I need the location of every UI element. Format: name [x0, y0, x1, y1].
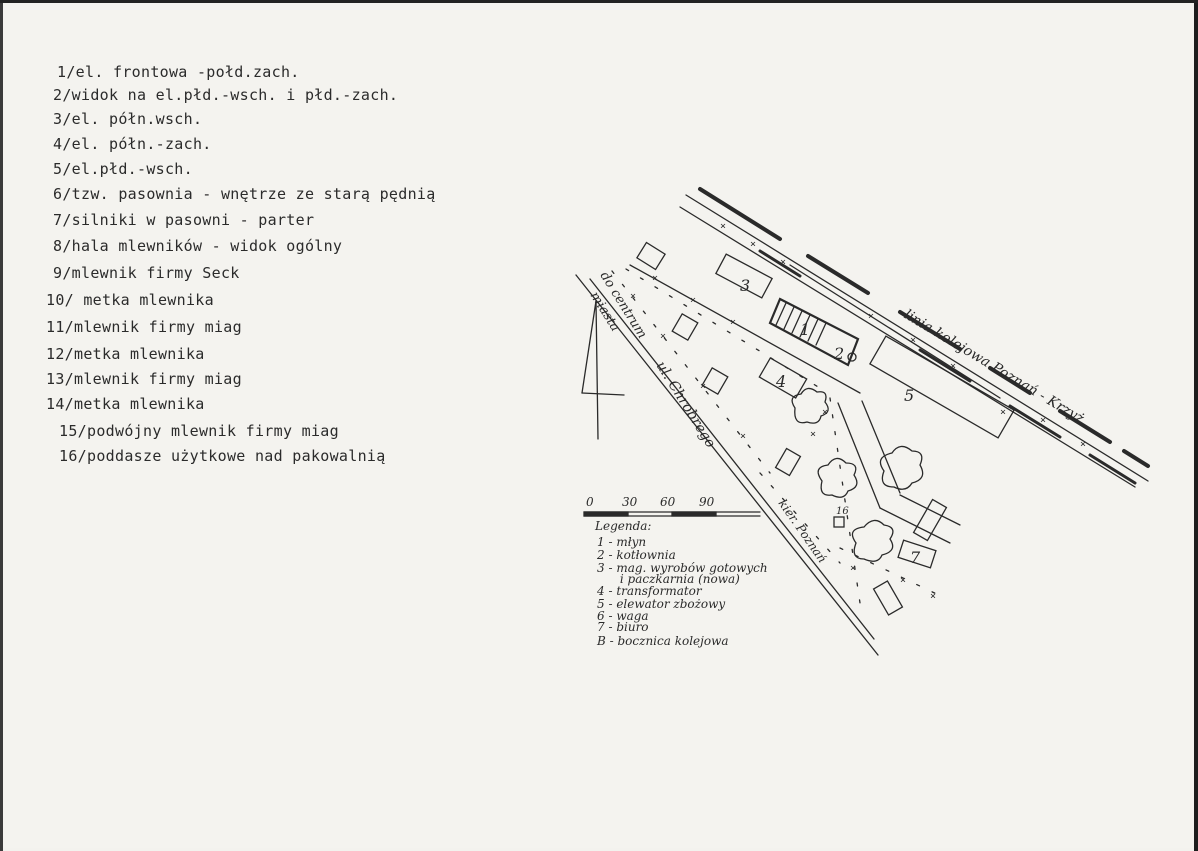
- svg-text:×: ×: [810, 429, 816, 440]
- legend-item: 3 - mag. wyrobów gotowych: [597, 561, 768, 575]
- building-outline: [774, 447, 802, 477]
- railway-siding: [629, 264, 1001, 399]
- building-7-office: [897, 539, 937, 569]
- railway-line: [679, 187, 1150, 488]
- caption-item: 1/el. frontowa -połd.zach.: [57, 63, 300, 81]
- legend-item: 2 - kotłownia: [596, 548, 676, 562]
- tree-icon: [817, 457, 858, 498]
- page-edge-left: [0, 3, 3, 851]
- building-outline: [701, 366, 729, 396]
- svg-text:1: 1: [800, 320, 810, 339]
- svg-text:×: ×: [1040, 415, 1046, 426]
- building-16-scale: [833, 516, 845, 528]
- legend-item: 1 - młyn: [597, 535, 646, 549]
- internal-road: [837, 402, 881, 509]
- svg-text:2: 2: [833, 344, 844, 363]
- svg-text:×: ×: [652, 273, 658, 284]
- caption-item: 14/metka mlewnika: [46, 395, 205, 413]
- legend-item: 4 - transformator: [596, 584, 703, 598]
- scale-bar-ticks: 0 30 60 90: [586, 495, 715, 509]
- legend-item: i paczkarnia (nowa): [597, 572, 740, 586]
- svg-text:×: ×: [660, 331, 666, 342]
- caption-item: 5/el.płd.-wsch.: [53, 160, 193, 178]
- svg-text:×: ×: [822, 407, 828, 418]
- svg-text:×: ×: [930, 591, 936, 602]
- svg-text:×: ×: [690, 295, 696, 306]
- direction-label: kier. Poznań: [776, 497, 830, 566]
- building-outline: [912, 498, 948, 542]
- svg-text:5: 5: [904, 386, 914, 405]
- building-4: [758, 357, 808, 399]
- north-arrow-icon: [581, 300, 625, 440]
- building-5-elevator: [869, 335, 1015, 439]
- building-number-labels: 3 1 2 4 5 7 16: [740, 276, 921, 567]
- caption-item: 7/silniki w pasowni - parter: [53, 211, 315, 229]
- scale-bar: [583, 511, 761, 517]
- svg-text:×: ×: [700, 381, 706, 392]
- svg-text:×: ×: [1080, 439, 1086, 450]
- fence-x-marks: × × × × × × × × × × × × × × × × × × × × ×: [630, 221, 1086, 602]
- svg-text:×: ×: [1000, 407, 1006, 418]
- svg-text:×: ×: [780, 257, 786, 268]
- site-plan-map: × × × × × × × × × × × × × × × × × × × × × 3 1 2 4 5 7 …: [575, 187, 1150, 656]
- caption-item: 4/el. półn.-zach.: [53, 135, 212, 153]
- caption-item: 12/metka mlewnika: [46, 345, 205, 363]
- legend-item: 5 - elewator zbożowy: [597, 597, 725, 611]
- svg-text:90: 90: [699, 495, 715, 509]
- caption-item: 3/el. półn.wsch.: [53, 110, 203, 128]
- map-legend: Legenda: 1 - młyn 2 - kotłownia 3 - mag.…: [594, 519, 768, 648]
- svg-text:×: ×: [950, 361, 956, 372]
- caption-item: 8/hala mlewników - widok ogólny: [53, 237, 343, 255]
- building-3: [715, 253, 773, 299]
- svg-text:×: ×: [868, 311, 874, 322]
- caption-item: 16/poddasze użytkowe nad pakowalnią: [59, 447, 386, 465]
- chimney-icon: [847, 352, 857, 362]
- svg-text:30: 30: [622, 495, 638, 509]
- building-1-mill: [768, 297, 860, 367]
- tree-icon: [879, 445, 924, 490]
- caption-item: 10/ metka mlewnika: [46, 291, 214, 309]
- svg-text:4: 4: [775, 372, 786, 391]
- caption-item: 9/mlewnik firmy Seck: [53, 264, 240, 282]
- legend-item: 6 - waga: [597, 609, 649, 623]
- svg-text:×: ×: [750, 239, 756, 250]
- caption-item: 13/mlewnik firmy miag: [46, 370, 242, 388]
- svg-text:60: 60: [660, 495, 676, 509]
- building-outline: [671, 312, 699, 342]
- svg-text:7: 7: [910, 548, 921, 567]
- page-edge-right: [1194, 3, 1198, 851]
- caption-item: 11/mlewnik firmy miag: [46, 318, 242, 336]
- tree-icon: [851, 519, 894, 562]
- svg-text:3: 3: [740, 276, 750, 295]
- fence-lines: [611, 268, 946, 604]
- tree-icon: [791, 387, 829, 424]
- caption-item: 6/tzw. pasownia - wnętrze ze starą pędni…: [53, 185, 436, 203]
- caption-item: 2/widok na el.płd.-wsch. i płd.-zach.: [53, 86, 399, 104]
- svg-text:16: 16: [836, 506, 849, 517]
- svg-text:×: ×: [740, 431, 746, 442]
- street-chrobrego: [575, 274, 879, 656]
- legend-title: Legenda:: [594, 519, 651, 533]
- street-label: ul. Chrobrego: [653, 359, 719, 451]
- railway-label: linia kolejowa Poznań - Krzyż: [901, 307, 1087, 428]
- svg-text:×: ×: [630, 291, 636, 302]
- legend-item: B - bocznica kolejowa: [596, 634, 729, 648]
- svg-text:×: ×: [900, 575, 906, 586]
- svg-text:×: ×: [730, 317, 736, 328]
- building-outline: [636, 241, 666, 271]
- svg-text:×: ×: [850, 563, 856, 574]
- legend-item: 7 - biuro: [597, 620, 649, 634]
- svg-text:×: ×: [720, 221, 726, 232]
- building-outline: [872, 580, 904, 616]
- svg-text:×: ×: [910, 335, 916, 346]
- svg-text:0: 0: [586, 495, 594, 509]
- caption-item: 15/podwójny mlewnik firmy miag: [59, 422, 339, 440]
